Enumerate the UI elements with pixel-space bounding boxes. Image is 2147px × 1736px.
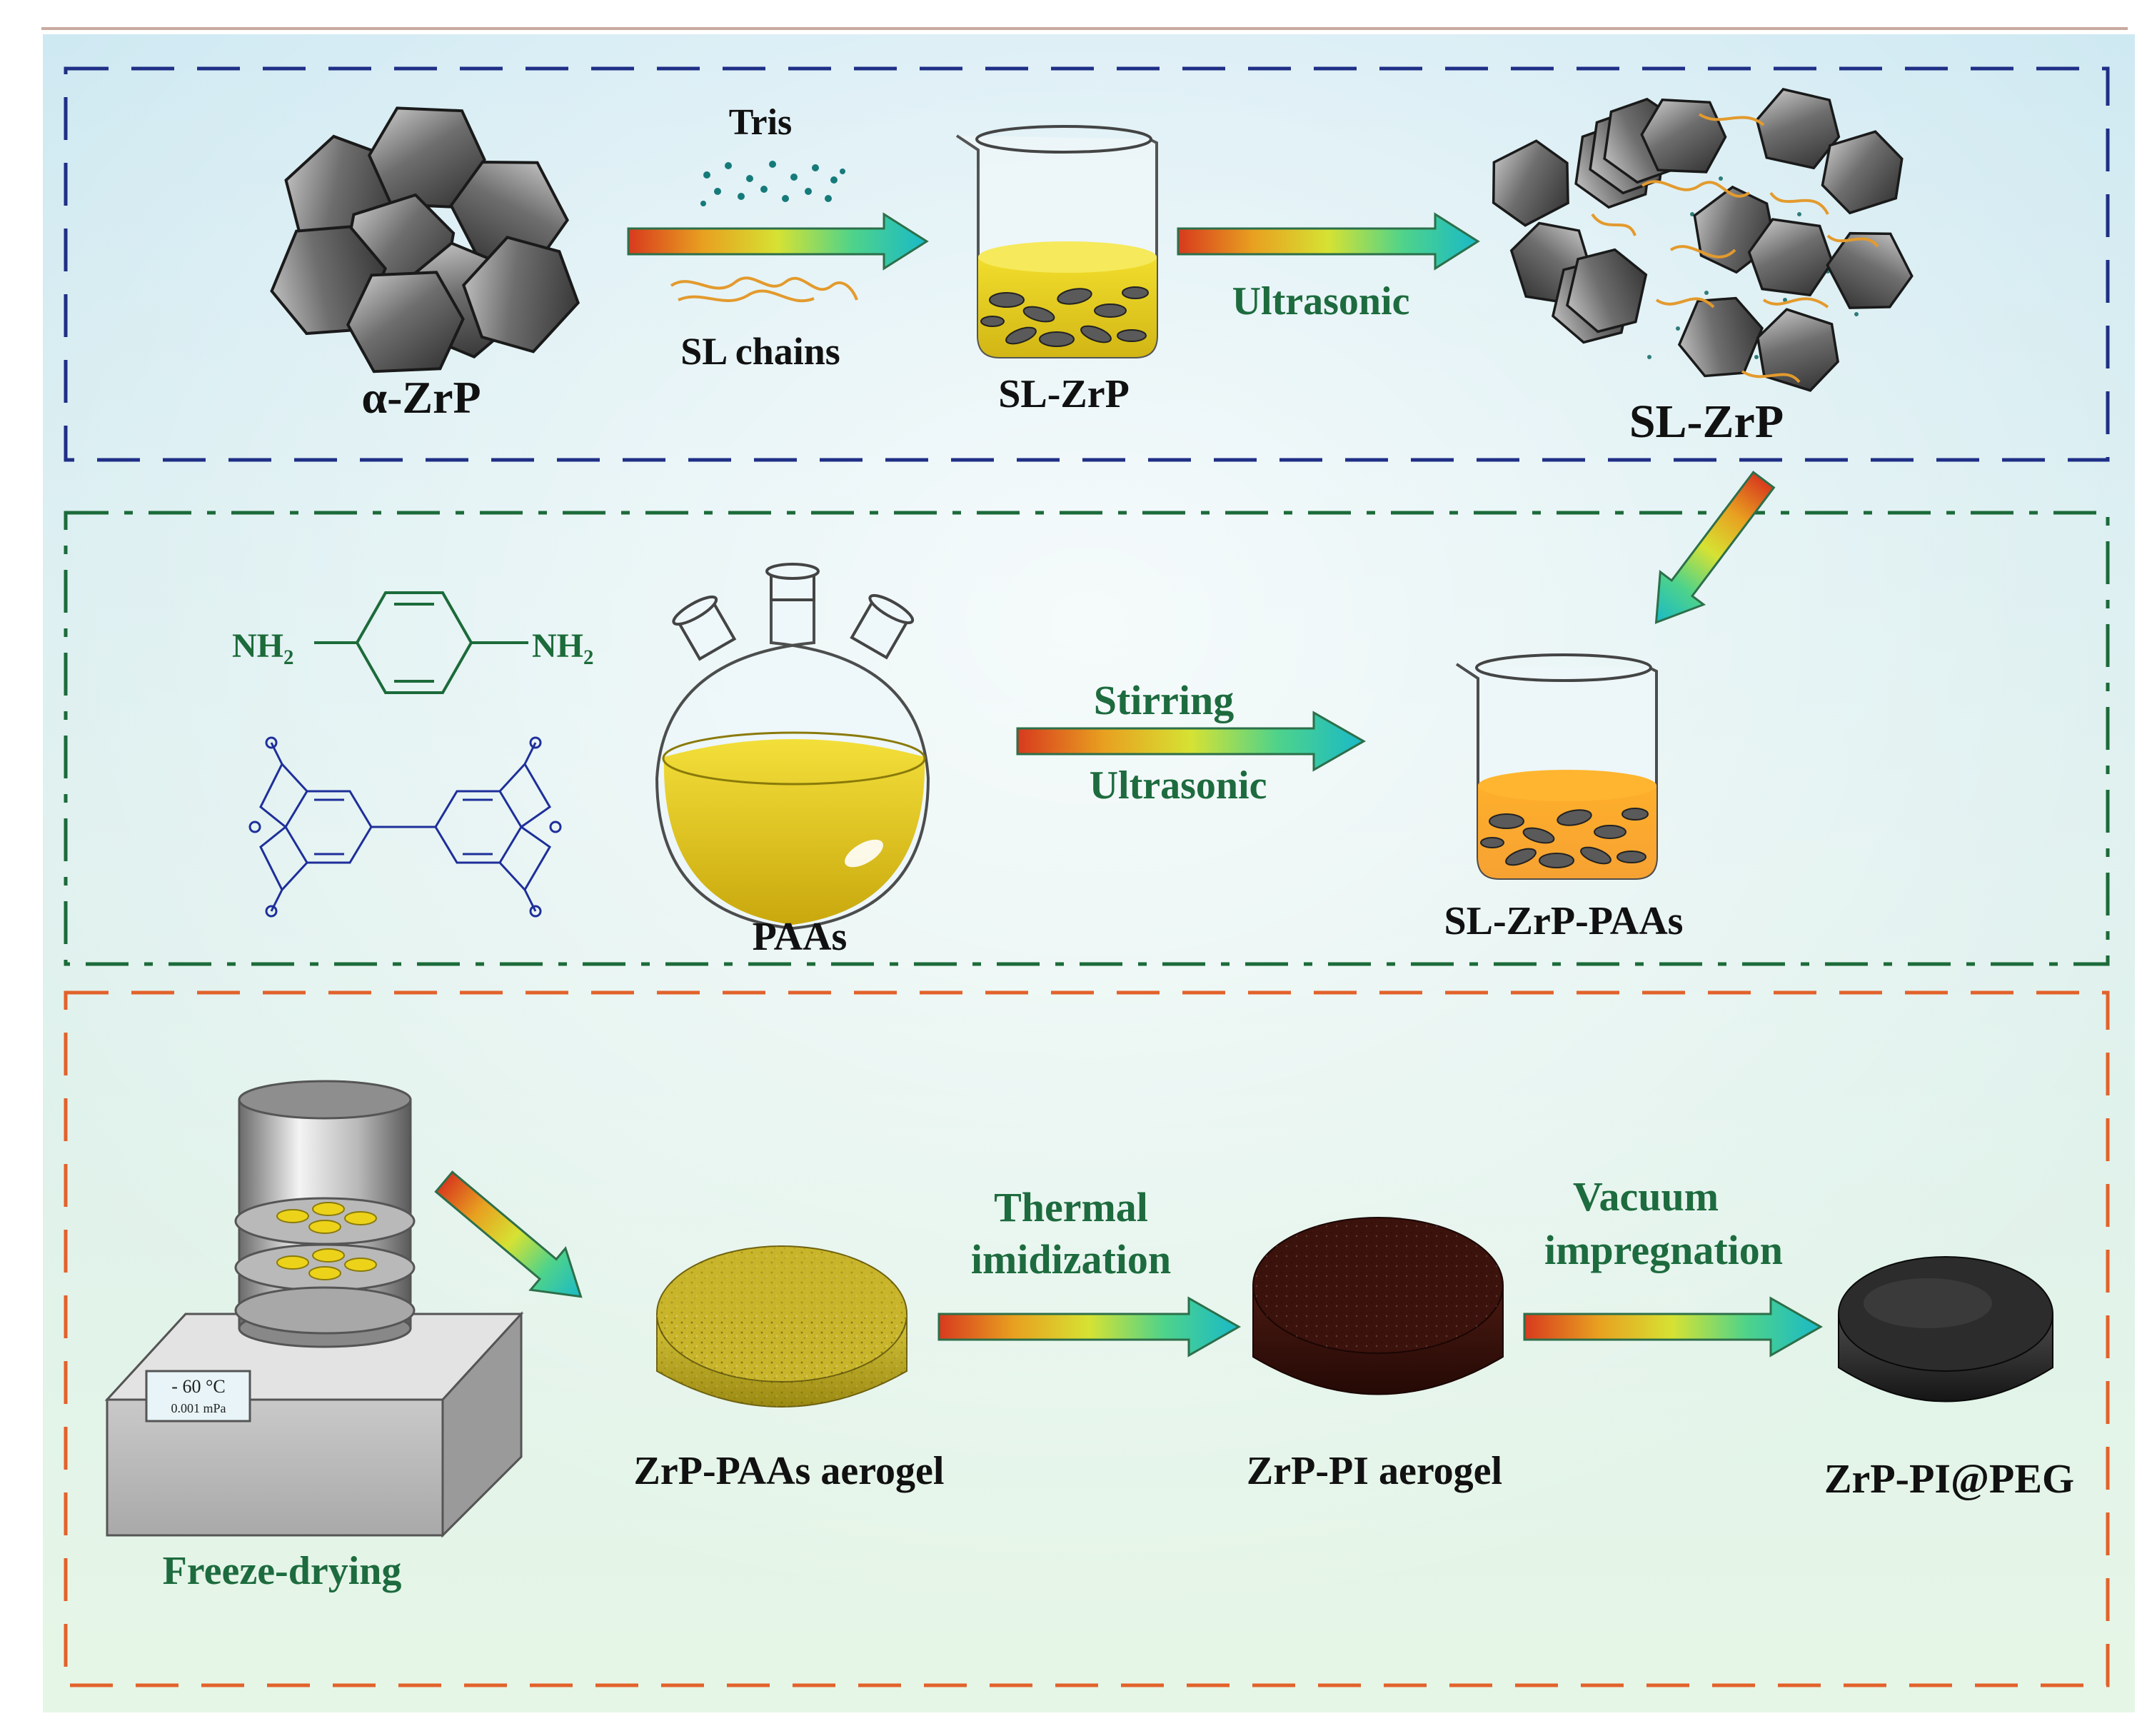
zrp-pi-aerogel-label: ZrP-PI aerogel: [1247, 1449, 1502, 1493]
benzene-ring-icon: [314, 591, 528, 694]
freezer-temp-label: - 60 °C: [171, 1376, 225, 1397]
paas-label: PAAs: [753, 915, 848, 959]
zrp-pi-peg-label: ZrP-PI@PEG: [1824, 1455, 2074, 1502]
beaker-icon-2: [1455, 653, 1658, 880]
amine-right-label: NH₂: [532, 627, 593, 665]
sl-zrp-paas-label: SL-ZrP-PAAs: [1444, 899, 1684, 943]
zrp-paas-aerogel-icon: [656, 1245, 907, 1408]
arrow-vacuum-impregnation: [1523, 1296, 1824, 1358]
ultrasonic-label-2: Ultrasonic: [1090, 763, 1267, 808]
tris-label: Tris: [729, 102, 793, 143]
imidization-label: imidization: [971, 1236, 1171, 1283]
ultrasonic-label: Ultrasonic: [1232, 279, 1410, 323]
sl-zrp-product-label: SL-ZrP: [1629, 396, 1784, 448]
alpha-zrp-label: α-ZrP: [361, 372, 481, 423]
panel-2-border: [64, 511, 2110, 966]
freeze-drying-label: Freeze-drying: [163, 1549, 402, 1593]
three-neck-flask-icon: [655, 563, 930, 930]
vacuum-label: Vacuum: [1573, 1173, 1719, 1220]
arrow-ultrasonic: [1177, 212, 1480, 271]
arrow-thermal-imidization: [937, 1296, 1242, 1358]
panel-1-border: [64, 66, 2110, 462]
impregnation-label: impregnation: [1544, 1227, 1783, 1273]
sl-chains-label: SL chains: [680, 330, 840, 373]
tris-dots-icon: [700, 161, 845, 206]
thermal-label: Thermal: [994, 1184, 1148, 1230]
stirring-label: Stirring: [1094, 677, 1235, 723]
panel-3-border: [64, 990, 2110, 1687]
arrow-down-to-beaker: [1654, 471, 1776, 624]
freeze-dryer-icon: [104, 1080, 524, 1538]
zrp-paas-aerogel-label: ZrP-PAAs aerogel: [634, 1449, 945, 1493]
freezer-pressure-label: 0.001 mPa: [171, 1401, 226, 1415]
arrow-freeze-to-aerogel: [434, 1170, 583, 1298]
zrp-pi-aerogel-icon: [1252, 1217, 1504, 1395]
sl-zrp-exfoliated-icon: [1477, 77, 1921, 403]
sl-chains-icon: [670, 276, 858, 303]
zrp-pi-peg-disk-icon: [1838, 1256, 2053, 1403]
sl-zrp-beaker-label: SL-ZrP: [998, 372, 1130, 416]
arrow-ultrasonic-pre: [627, 212, 929, 271]
beaker-icon: [955, 125, 1158, 358]
dianhydride-icon: [259, 742, 551, 912]
arrow-stirring: [1016, 711, 1367, 772]
amine-left-label: NH₂: [232, 627, 293, 665]
